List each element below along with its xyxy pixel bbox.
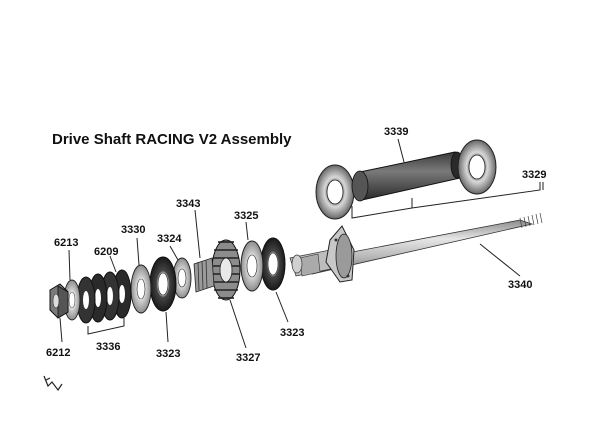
part-label-3340: 3340 xyxy=(508,279,532,291)
part-label-3327: 3327 xyxy=(236,352,260,364)
sealing-washer xyxy=(260,237,286,291)
flat-washer-3330 xyxy=(130,264,152,314)
part-label-6209: 6209 xyxy=(94,246,118,258)
part-label-3343: 3343 xyxy=(176,198,200,210)
part-label-3323-right: 3323 xyxy=(280,327,304,339)
part-labels: 3339 3329 3343 3325 3330 3324 6213 6209 … xyxy=(46,126,546,364)
part-label-6213: 6213 xyxy=(54,237,78,249)
part-label-3336: 3336 xyxy=(96,341,120,353)
disc-spring-stack xyxy=(76,269,132,324)
spur-gear xyxy=(211,239,241,301)
disc-spring-bracket xyxy=(87,318,125,335)
shaft-flange xyxy=(325,225,355,283)
part-label-3323-left: 3323 xyxy=(156,348,180,360)
part-label-3329: 3329 xyxy=(522,169,546,181)
part-label-3325: 3325 xyxy=(234,210,258,222)
leader-lines xyxy=(59,138,544,349)
shaft-thread xyxy=(519,212,543,229)
flat-washer-3325 xyxy=(240,240,264,292)
bearing-left xyxy=(315,164,355,220)
gear-hub xyxy=(193,257,215,293)
snap-ring xyxy=(172,257,192,299)
part-label-3339: 3339 xyxy=(384,126,408,138)
hex-nut xyxy=(49,283,69,319)
diagram-title: Drive Shaft RACING V2 Assembly xyxy=(52,131,292,148)
bearing-bracket xyxy=(351,182,541,219)
thrust-washer-3323 xyxy=(149,256,177,312)
part-label-3330: 3330 xyxy=(121,224,145,236)
spacer-tube xyxy=(351,151,464,202)
logo-mark xyxy=(43,375,63,392)
drive-shaft xyxy=(289,212,543,277)
part-label-6212: 6212 xyxy=(46,347,70,359)
bearing-right xyxy=(457,139,497,195)
part-label-3324: 3324 xyxy=(157,233,182,245)
